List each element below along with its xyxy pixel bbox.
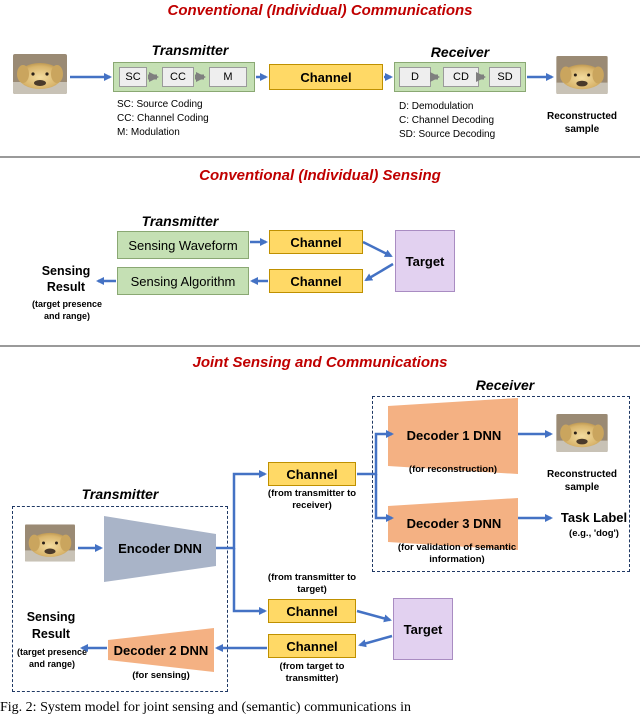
source-coding-block: SC	[119, 67, 147, 87]
arrow-channel1-to-decoder1	[357, 430, 394, 476]
sensing-result-title-1: Sensing Result	[41, 264, 91, 294]
target-box-1: Target	[395, 230, 455, 292]
receiver-label-1: Receiver	[430, 44, 490, 60]
tx-legend-sc: SC: Source Coding	[117, 99, 203, 110]
channel-box-sensing-tx: Channel	[269, 230, 363, 254]
channel-box-tx-rx: Channel	[268, 462, 356, 486]
dog-image-input-3	[25, 524, 75, 562]
transmitter-label-1: Transmitter	[151, 42, 229, 58]
sensing-result-title-3: Sensing Result	[26, 610, 76, 641]
rx-legend-sd: SD: Source Decoding	[399, 129, 496, 140]
section3-title: Joint Sensing and Communications	[192, 354, 448, 371]
receiver-region	[372, 396, 630, 572]
task-example: (e.g., 'dog')	[569, 528, 619, 539]
arrow-encoder-to-channel1	[216, 470, 267, 550]
encoder-label: Encoder DNN	[118, 540, 202, 556]
dog-image-output-1	[556, 56, 608, 94]
decoder3-note: (for validation of semantic information)	[397, 542, 517, 565]
decoder3-shape	[388, 498, 518, 550]
tx-legend-m: M: Modulation	[117, 127, 180, 138]
channel-box-target-tx: Channel	[268, 634, 356, 658]
decoder2-label: Decoder 2 DNN	[113, 642, 209, 658]
channel1-note: (from transmitter to receiver)	[267, 488, 357, 511]
arrow-channel-to-target	[362, 240, 393, 258]
source-decoding-block: SD	[489, 67, 521, 87]
encoder-shape	[104, 516, 216, 582]
channel-box-1: Channel	[269, 64, 383, 90]
sensing-waveform-box: Sensing Waveform	[117, 231, 249, 259]
sensing-result-sub-3: (target presence and range)	[16, 647, 88, 669]
arrow-target-to-channel3	[358, 634, 393, 648]
rx-legend-c: C: Channel Decoding	[399, 115, 495, 126]
arrow-channel1-to-decoder3	[374, 474, 394, 522]
decoder1-label: Decoder 1 DNN	[406, 427, 502, 443]
section-divider-2	[0, 345, 640, 347]
section2-title: Conventional (Individual) Sensing	[199, 167, 441, 184]
decoder3-label: Decoder 3 DNN	[406, 515, 502, 531]
reconstructed-sample-label-1: Reconstructed sample	[546, 111, 617, 135]
decoder1-shape	[388, 398, 518, 474]
sensing-result-sub-1: (target presence and range)	[31, 299, 103, 321]
decoder1-note: (for reconstruction)	[408, 464, 498, 475]
transmitter-label-2: Transmitter	[141, 213, 219, 229]
arrow-encoder-to-channel2	[232, 548, 267, 615]
channel-box-sensing-rx: Channel	[269, 269, 363, 293]
target-box-3: Target	[393, 598, 453, 660]
receiver-label-3: Receiver	[475, 377, 535, 393]
channel3-note: (from target to transmitter)	[279, 661, 345, 684]
transmitter-label-3: Transmitter	[81, 486, 159, 502]
dog-image-input-1	[13, 54, 67, 94]
decoder2-note: (for sensing)	[132, 670, 190, 681]
channel-decoding-block: CD	[443, 67, 479, 87]
decoder2-shape	[108, 628, 214, 672]
dog-image-output-3	[556, 414, 608, 452]
reconstructed-sample-label-3: Reconstructed sample	[546, 469, 617, 493]
tx-legend-cc: CC: Channel Coding	[117, 113, 209, 124]
section1-title: Conventional (Individual) Communications	[167, 2, 473, 19]
task-label: Task Label	[560, 510, 628, 525]
rx-legend-d: D: Demodulation	[399, 101, 474, 112]
figure-caption: Fig. 2: System model for joint sensing a…	[0, 700, 412, 715]
sensing-algorithm-box: Sensing Algorithm	[117, 267, 249, 295]
channel-coding-block: CC	[162, 67, 194, 87]
modulation-block: M	[209, 67, 247, 87]
arrow-target-to-channel	[364, 262, 394, 282]
channel2-note: (from transmitter to target)	[267, 572, 357, 595]
section-divider-1	[0, 156, 640, 158]
transmitter-region	[12, 506, 228, 692]
channel-box-tx-target: Channel	[268, 599, 356, 623]
arrow-channel2-to-target	[356, 609, 392, 623]
